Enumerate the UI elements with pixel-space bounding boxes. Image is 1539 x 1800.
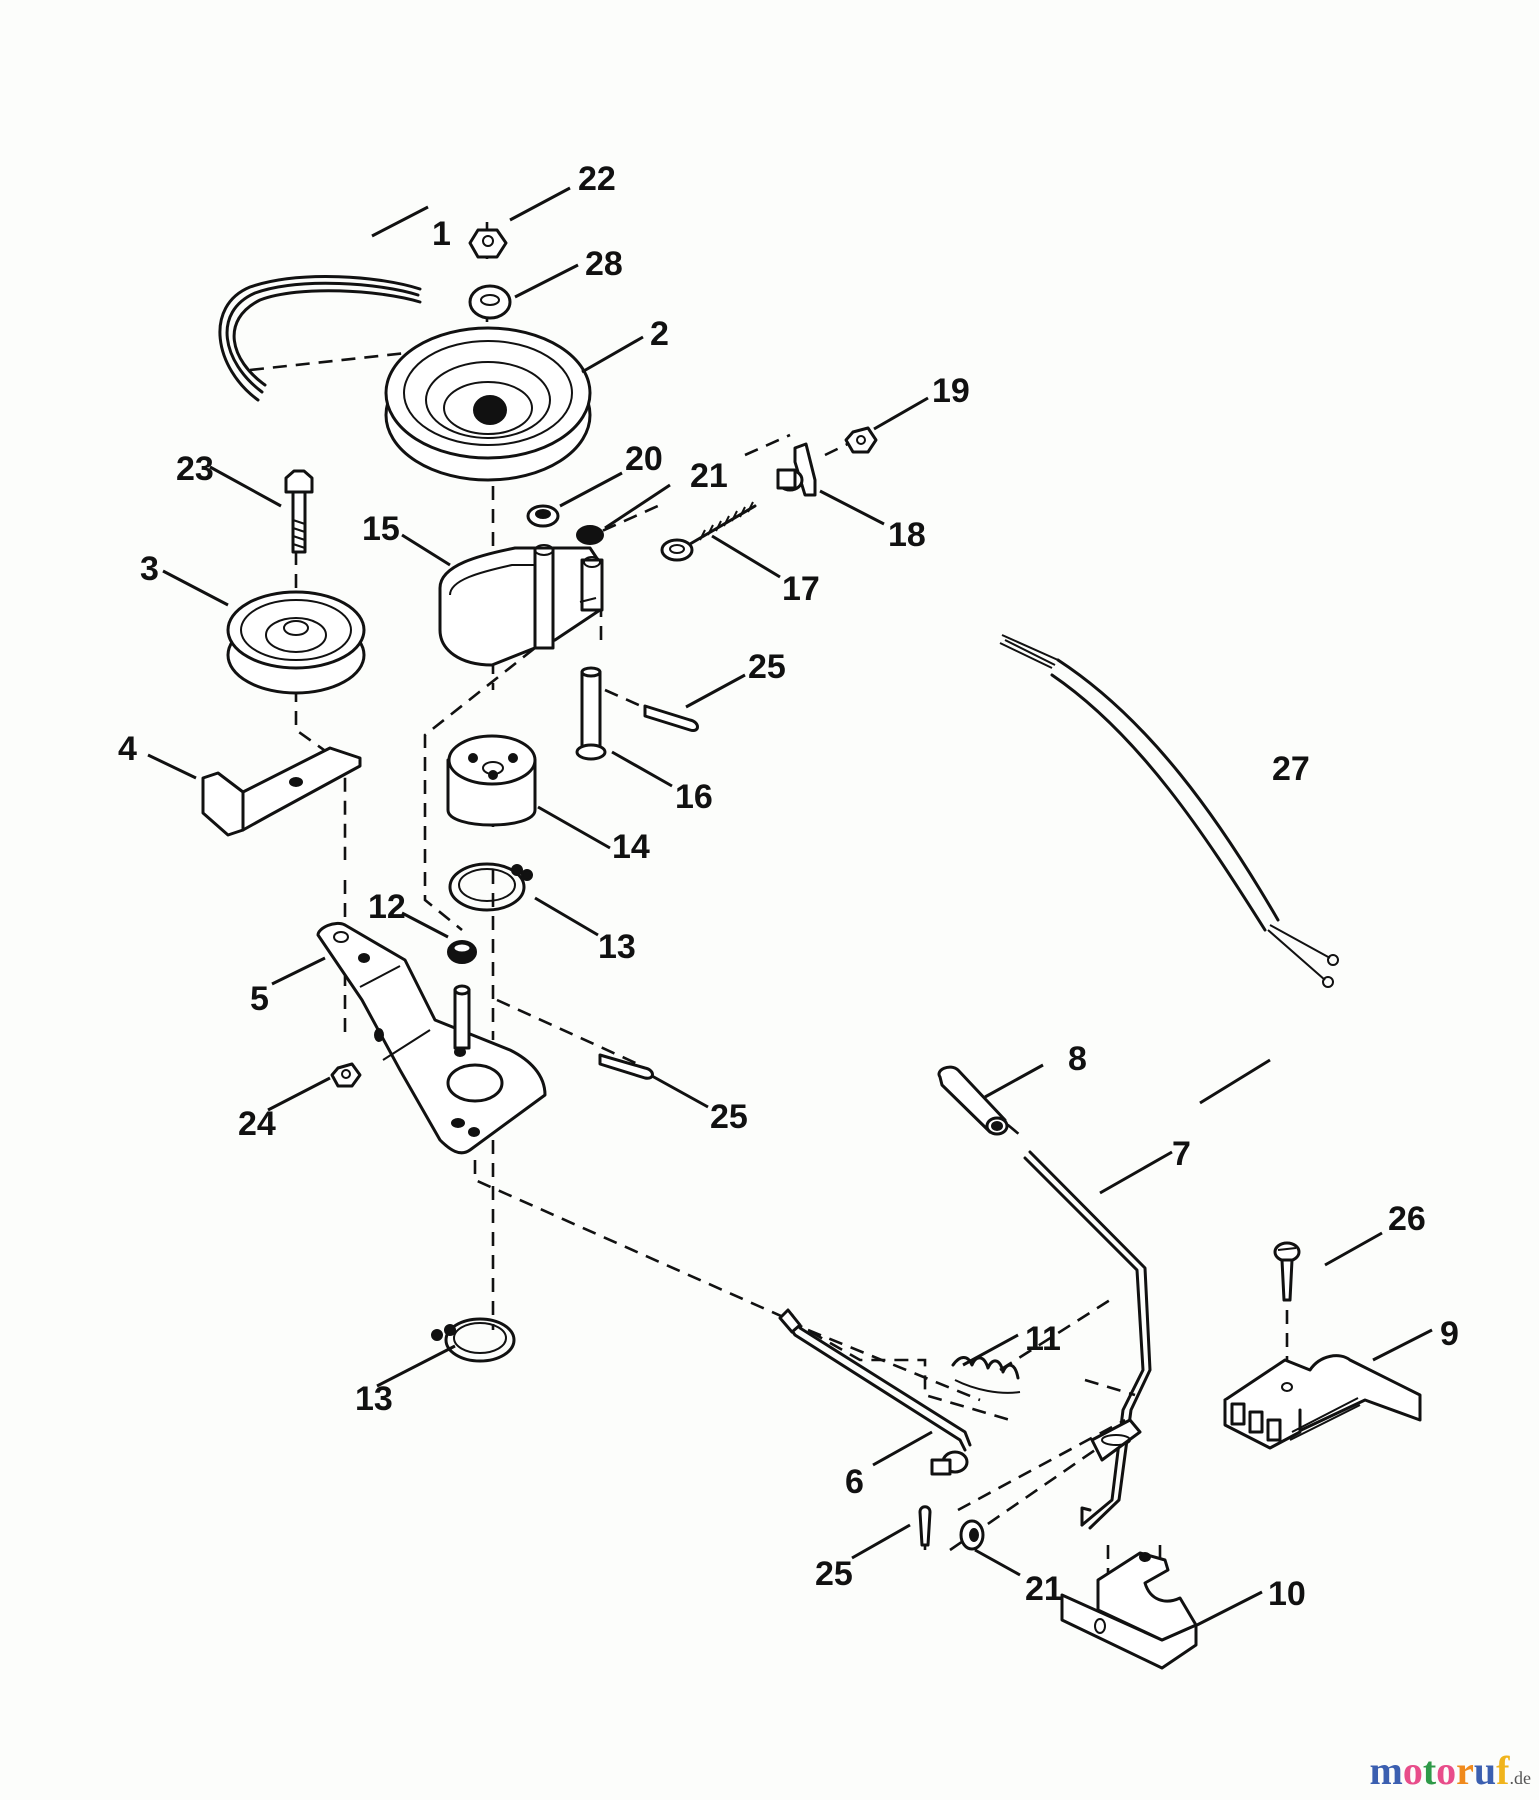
part-belt-guide	[201, 746, 362, 837]
part-washer-20	[526, 504, 560, 528]
callout-28: 28	[585, 245, 623, 283]
leader-lines	[147, 186, 1433, 1627]
callout-26: 26	[1388, 1200, 1426, 1238]
part-nut-22	[468, 228, 508, 259]
part-retaining-ring-lower	[431, 1317, 516, 1363]
part-idler-arm-bracket	[316, 921, 547, 1155]
part-adjuster-block	[776, 442, 817, 497]
callout-7: 7	[1172, 1135, 1191, 1173]
part-lever	[1023, 1150, 1152, 1530]
callout-15: 15	[362, 510, 400, 548]
part-nut-24	[330, 1062, 362, 1088]
callout-5: 5	[250, 980, 269, 1018]
part-clutch-pulley	[384, 326, 592, 482]
callout-18: 18	[888, 516, 926, 554]
callout-21-lower: 21	[1025, 1570, 1063, 1608]
part-cotter-pin-middle	[598, 1053, 654, 1080]
part-idler-pulley	[226, 590, 366, 695]
watermark-logo: motoruf.de	[1370, 1747, 1532, 1794]
callout-22: 22	[578, 160, 616, 198]
callout-20: 20	[625, 440, 663, 478]
watermark-letter: m	[1369, 1748, 1403, 1793]
part-screw	[1273, 1241, 1301, 1302]
part-lever-clip	[1090, 1418, 1142, 1462]
part-washer-21-lower	[959, 1519, 985, 1551]
callout-27: 27	[1272, 750, 1310, 788]
part-wire-harness	[999, 634, 1339, 988]
callout-1: 1	[432, 215, 451, 253]
callout-8: 8	[1068, 1040, 1087, 1078]
watermark-letter: r	[1456, 1748, 1474, 1793]
part-eye-bolt	[660, 501, 757, 562]
part-clutch-band	[438, 544, 604, 667]
part-lock-washer-28	[468, 284, 512, 320]
callout-25-upper: 25	[748, 648, 786, 686]
callout-19: 19	[932, 372, 970, 410]
part-cotter-pin-lower	[918, 1505, 932, 1547]
callout-21-upper: 21	[690, 457, 728, 495]
part-retaining-ring-upper	[448, 862, 533, 912]
callout-16: 16	[675, 778, 713, 816]
watermark-letter: t	[1422, 1748, 1437, 1793]
watermark-suffix: .de	[1509, 1768, 1532, 1788]
watermark-letter: o	[1436, 1748, 1457, 1793]
callouts: 1 2 3 4 5 6 7 8 9 10 11 12 13 13 14 15 1…	[118, 160, 1459, 1613]
watermark-letter: f	[1496, 1748, 1510, 1793]
callout-25-lower: 25	[815, 1555, 853, 1593]
callout-9: 9	[1440, 1315, 1459, 1353]
part-pivot-post	[453, 984, 471, 1050]
watermark-letter: u	[1473, 1748, 1497, 1793]
callout-13-lower: 13	[355, 1380, 393, 1418]
callout-11: 11	[1025, 1320, 1061, 1358]
watermark-letter: o	[1402, 1748, 1423, 1793]
callout-3: 3	[140, 550, 159, 588]
part-bushing	[447, 940, 477, 964]
callout-24: 24	[238, 1105, 276, 1143]
callout-10: 10	[1268, 1575, 1306, 1613]
callout-4: 4	[118, 730, 137, 768]
part-cotter-pin-upper	[643, 704, 699, 732]
callout-25-middle: 25	[710, 1098, 748, 1136]
part-nut-19	[844, 426, 878, 454]
callout-12: 12	[368, 888, 406, 926]
part-clutch-rod	[778, 1308, 972, 1476]
part-lever-guide	[1060, 1551, 1198, 1670]
callout-2: 2	[650, 315, 669, 353]
part-washer-21-upper	[576, 525, 604, 545]
part-belt	[218, 275, 422, 402]
part-bolt-23	[284, 469, 314, 554]
callout-14: 14	[612, 828, 650, 866]
part-switch-bracket	[1223, 1354, 1422, 1450]
part-clevis-pin	[575, 666, 607, 761]
part-clutch-hub	[446, 734, 537, 827]
callout-6: 6	[845, 1463, 864, 1501]
callout-13-upper: 13	[598, 928, 636, 966]
part-spring	[951, 1356, 1021, 1394]
callout-23: 23	[176, 450, 214, 488]
callout-17: 17	[782, 570, 820, 608]
part-grip	[937, 1065, 1009, 1136]
